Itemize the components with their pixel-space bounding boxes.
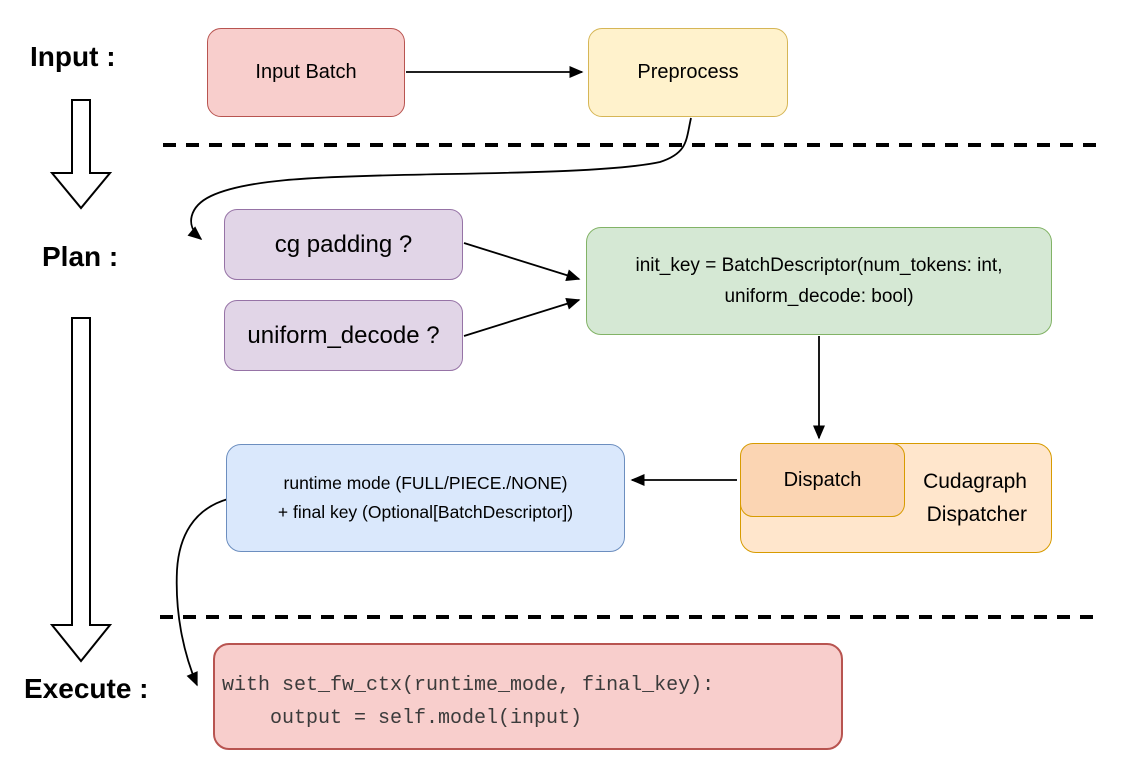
node-init-key: init_key = BatchDescriptor(num_tokens: i…: [586, 227, 1052, 335]
node-runtime-mode-line1: runtime mode (FULL/PIECE./NONE): [283, 473, 568, 493]
arrow-uniform-decode-to-init-key: [463, 298, 581, 337]
node-runtime-mode-line2: + final key (Optional[BatchDescriptor]): [277, 502, 574, 522]
node-preprocess-label: Preprocess: [637, 61, 739, 83]
arrow-cg-padding-to-init-key: [463, 242, 581, 281]
arrow-runtime-mode-to-execute-code: [175, 498, 229, 687]
node-dispatch: Dispatch: [740, 443, 905, 517]
stage-arrow-plan-to-execute-icon: [49, 317, 113, 663]
node-init-key-line1: init_key = BatchDescriptor(num_tokens: i…: [635, 255, 1003, 276]
stage-label-execute: Execute :: [24, 673, 149, 704]
node-init-key-line2: uniform_decode: bool): [724, 286, 914, 307]
node-execute-code: with set_fw_ctx(runtime_mode, final_key)…: [213, 643, 843, 750]
node-execute-code-line1: with set_fw_ctx(runtime_mode, final_key)…: [222, 673, 715, 697]
stage-arrow-input-to-plan-icon: [49, 99, 113, 210]
node-cg-padding: cg padding ?: [224, 209, 463, 280]
stage-label-input: Input :: [30, 41, 116, 72]
node-cudagraph-dispatcher-line2: Dispatcher: [926, 503, 1027, 526]
node-preprocess: Preprocess: [588, 28, 788, 117]
node-execute-code-line2: output = self.model(input): [222, 706, 583, 730]
node-input-batch: Input Batch: [207, 28, 405, 117]
arrow-preprocess-to-cg-padding: [187, 117, 692, 240]
node-uniform-decode-label: uniform_decode ?: [247, 321, 440, 349]
node-input-batch-label: Input Batch: [255, 61, 357, 83]
node-uniform-decode: uniform_decode ?: [224, 300, 463, 371]
node-runtime-mode: runtime mode (FULL/PIECE./NONE) + final …: [226, 444, 625, 552]
stage-label-plan: Plan :: [42, 241, 119, 272]
node-cg-padding-label: cg padding ?: [274, 230, 413, 258]
node-dispatch-label: Dispatch: [783, 468, 862, 491]
node-cudagraph-dispatcher-line1: Cudagraph: [923, 470, 1027, 493]
